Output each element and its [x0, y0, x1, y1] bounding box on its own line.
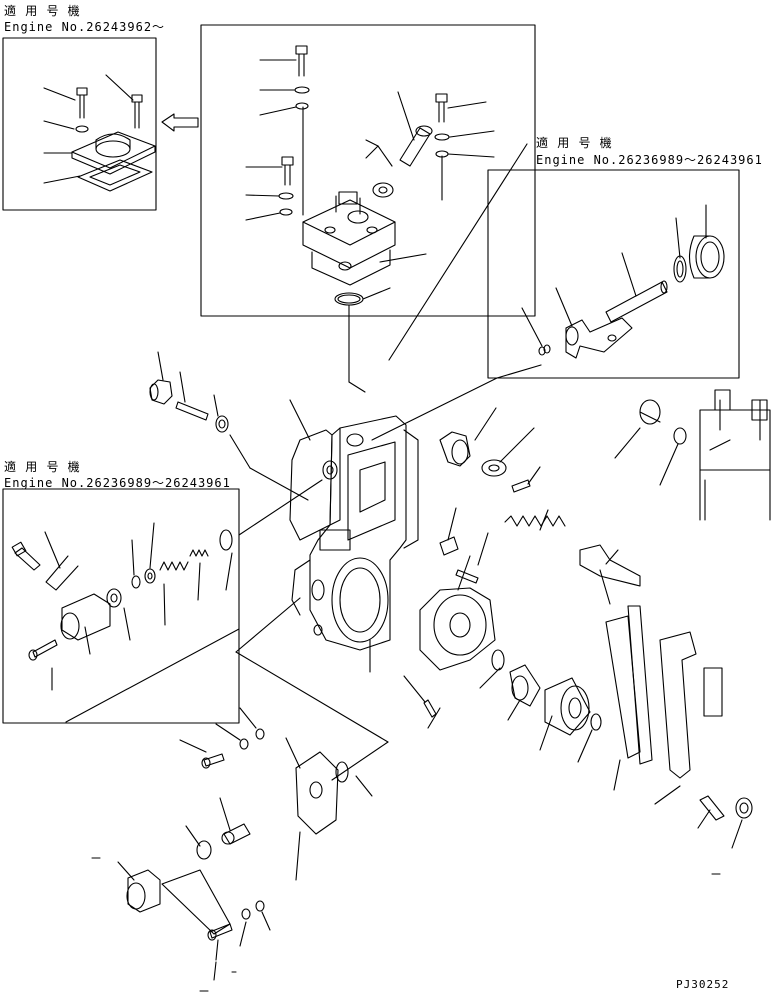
drawing-code: PJ30252: [676, 978, 730, 991]
spring-and-bracket: [440, 508, 640, 586]
inset-box-governor-cover-old: [3, 38, 156, 210]
inset-box-stop-valve: [3, 480, 322, 723]
parts-upper-right: [440, 390, 770, 520]
fittings-upper-left: [150, 352, 308, 500]
inset-box-lever-shaft: [372, 144, 739, 440]
inset-box-governor-cover: [201, 25, 535, 392]
pump-housing: [236, 400, 418, 780]
governor-mechanism: [404, 556, 601, 762]
applicability-title-1: 適 用 号 機: [4, 4, 81, 18]
applicability-title-3: 適 用 号 機: [4, 460, 81, 474]
applicability-title-2: 適 用 号 機: [536, 136, 613, 150]
applicability-engine-1: Engine No.26243962〜: [4, 20, 166, 34]
applicability-engine-2: Engine No.26236989〜26243961: [536, 153, 763, 167]
arrow-left-icon: [162, 114, 198, 131]
bolt-icon: [77, 88, 142, 128]
applicability-engine-3: Engine No.26236989〜26243961: [4, 476, 231, 490]
control-levers: [600, 570, 752, 848]
parts-lower-left: [92, 708, 720, 991]
